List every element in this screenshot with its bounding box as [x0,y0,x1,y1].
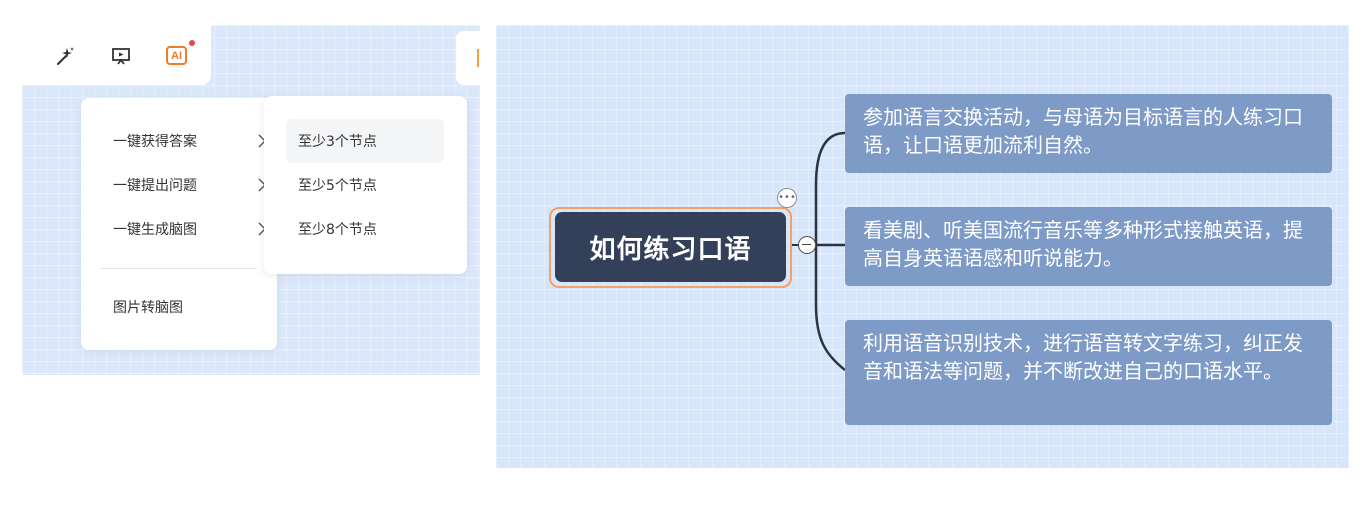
magic-wand-icon[interactable] [53,44,77,68]
menu-item-label: 图片转脑图 [113,300,183,316]
collapse-toggle-button[interactable] [798,236,816,254]
submenu-item-5-nodes[interactable]: 至少5个节点 [286,163,444,207]
mindmap-canvas: 如何练习口语 ••• 参加语言交换活动，与母语为目标语言的人练习口语，让口语更加… [496,25,1349,468]
child-node-text: 利用语音识别技术，进行语音转文字练习，纠正发音和语法等问题，并不断改进自己的口语… [863,331,1303,383]
menu-item-generate-mindmap[interactable]: 一键生成脑图 [113,219,266,239]
ai-icon[interactable]: AI [166,46,187,65]
submenu-item-label: 至少3个节点 [298,134,377,150]
left-canvas: AI 一键获得答案 一键提出问题 一键生成脑图 图片转脑图 至少3个节点 至少5… [22,25,480,375]
menu-item-label: 一键提出问题 [113,178,197,194]
root-node-label: 如何练习口语 [589,234,752,265]
node-count-submenu: 至少3个节点 至少5个节点 至少8个节点 [264,96,467,274]
child-node-text: 看美剧、听美国流行音乐等多种形式接触英语，提高自身英语语感和听说能力。 [863,218,1303,270]
notification-dot [189,40,195,46]
menu-item-image-to-mindmap[interactable]: 图片转脑图 [113,297,183,317]
menu-item-get-answer[interactable]: 一键获得答案 [113,131,266,151]
comment-icon[interactable]: ••• [777,188,797,208]
root-node-selection-outline [549,207,792,288]
root-node[interactable]: 如何练习口语 [555,212,786,282]
child-node-2[interactable]: 看美剧、听美国流行音乐等多种形式接触英语，提高自身英语语感和听说能力。 [845,207,1332,286]
ai-menu: 一键获得答案 一键提出问题 一键生成脑图 图片转脑图 [81,98,277,350]
toolbar-edge [456,31,480,85]
submenu-item-label: 至少5个节点 [298,178,377,194]
menu-divider [101,268,257,269]
ai-icon-label: AI [171,49,182,62]
menu-item-ask-question[interactable]: 一键提出问题 [113,175,266,195]
child-node-1[interactable]: 参加语言交换活动，与母语为目标语言的人练习口语，让口语更加流利自然。 [845,94,1332,173]
submenu-item-label: 至少8个节点 [298,222,377,238]
menu-item-label: 一键生成脑图 [113,222,197,238]
toolbar: AI [22,25,211,85]
menu-item-label: 一键获得答案 [113,134,197,150]
submenu-item-8-nodes[interactable]: 至少8个节点 [286,207,444,251]
child-node-text: 参加语言交换活动，与母语为目标语言的人练习口语，让口语更加流利自然。 [863,105,1303,157]
presentation-icon[interactable] [109,44,133,68]
magic-wand-icon-glyph [57,47,74,65]
presentation-icon-glyph [112,48,130,65]
submenu-item-3-nodes[interactable]: 至少3个节点 [286,119,444,163]
child-node-3[interactable]: 利用语音识别技术，进行语音转文字练习，纠正发音和语法等问题，并不断改进自己的口语… [845,320,1332,425]
